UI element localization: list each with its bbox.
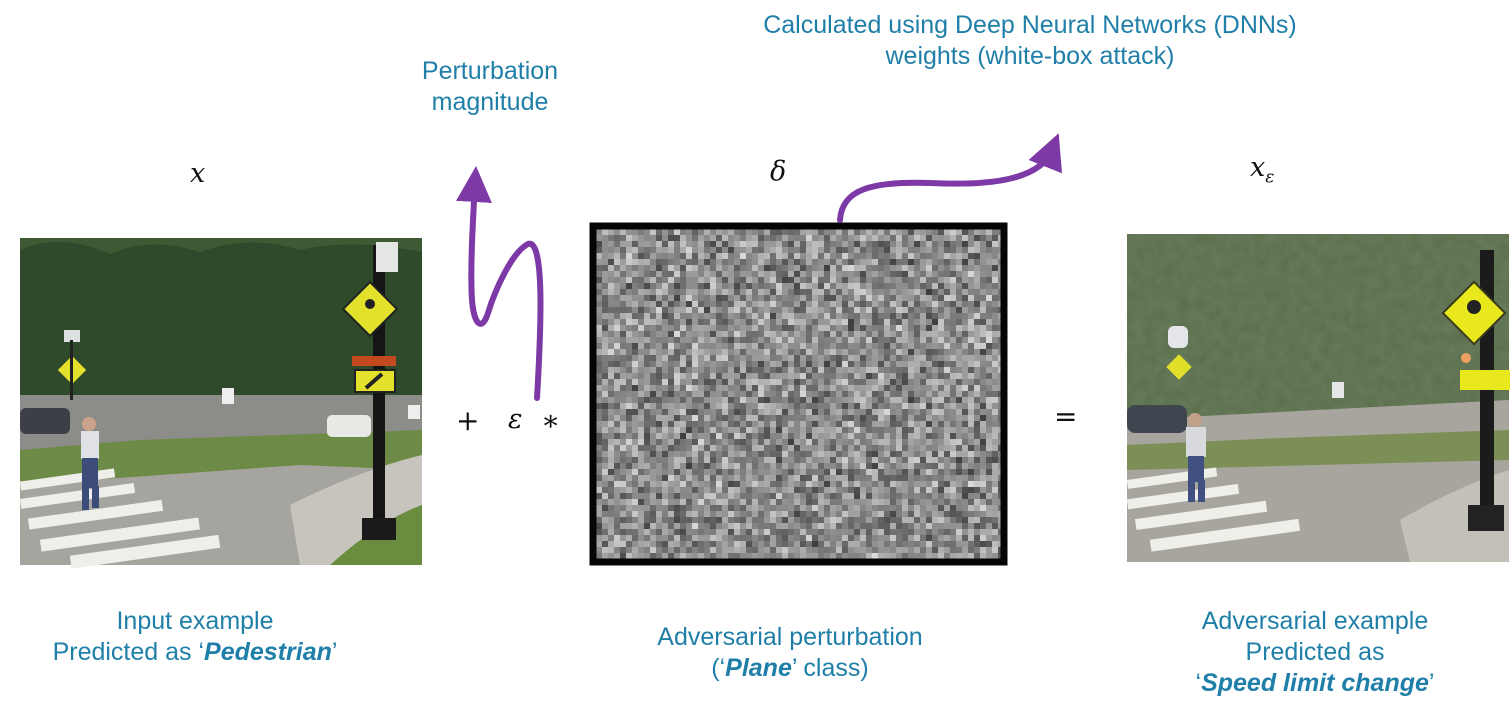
adversarial-caption-line1: Adversarial example [1201, 607, 1429, 635]
perturbation-magnitude-arrow [455, 166, 544, 401]
adversarial-caption: Adversarial example Predicted as ‘Speed … [1140, 606, 1490, 699]
input-image [19, 238, 422, 569]
input-caption-line1: Input example [116, 607, 274, 635]
adversarial-predicted-class: Speed limit change [1201, 669, 1429, 697]
dnn-annotation-line1: Calculated using Deep Neural Networks (D… [763, 11, 1297, 39]
perturbation-caption-prefix: (‘ [711, 654, 726, 682]
symbol-x-epsilon-base: x [1250, 152, 1266, 183]
dnn-annotation: Calculated using Deep Neural Networks (D… [700, 10, 1360, 72]
plus-sign: + [456, 404, 480, 437]
symbol-x-epsilon-sub: ε [1265, 167, 1275, 188]
noise-pixel-grid [596, 229, 1001, 559]
times-sign: ∗ [541, 404, 561, 437]
input-caption-line2: Predicted as ‘Pedestrian’ [20, 637, 370, 668]
perturbation-caption-line1: Adversarial perturbation [657, 623, 923, 651]
adversarial-caption-suffix: ’ [1428, 669, 1435, 697]
dnn-weights-arrow [837, 133, 1062, 223]
perturbation-noise-image [589, 222, 1008, 566]
symbol-x-epsilon: xε [1250, 152, 1274, 187]
perturbation-caption-line2: (‘Plane’ class) [580, 653, 1000, 684]
perturbation-caption: Adversarial perturbation (‘Plane’ class) [580, 622, 1000, 684]
symbol-x: x [190, 158, 206, 189]
epsilon-symbol: ε [508, 404, 523, 435]
input-caption: Input example Predicted as ‘Pedestrian’ [20, 606, 370, 668]
symbol-delta: δ [770, 156, 787, 187]
input-predicted-class: Pedestrian [204, 638, 332, 666]
input-caption-prefix: Predicted as ‘ [52, 638, 205, 666]
perturbation-target-class: Plane [725, 654, 792, 682]
adversarial-caption-line2: Predicted as [1245, 638, 1385, 666]
perturbation-annotation-line1: Perturbation [421, 57, 559, 85]
input-caption-suffix: ’ [331, 638, 338, 666]
equals-sign: = [1054, 400, 1078, 433]
adversarial-caption-line3: ‘Speed limit change’ [1140, 668, 1490, 699]
perturbation-annotation-line2: magnitude [431, 88, 549, 116]
perturbation-annotation: Perturbation magnitude [380, 56, 600, 118]
dnn-annotation-line2: weights (white-box attack) [885, 42, 1175, 70]
perturbation-caption-suffix: ’ class) [791, 654, 869, 682]
adversarial-caption-prefix: ‘ [1195, 669, 1202, 697]
adversarial-image [1126, 234, 1510, 562]
